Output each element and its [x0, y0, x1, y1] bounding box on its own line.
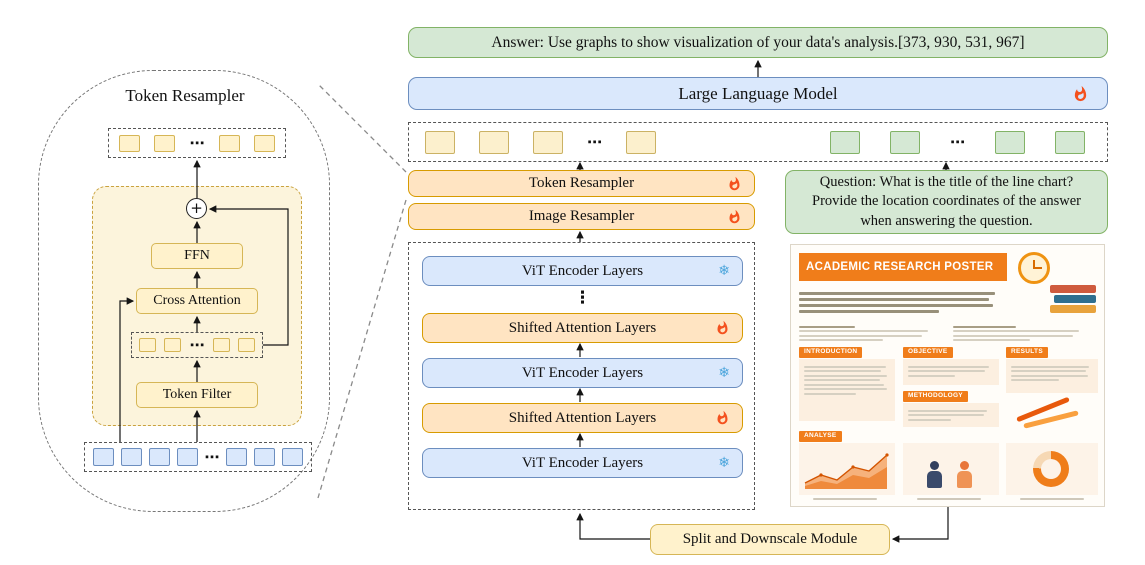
token — [93, 448, 114, 466]
image-resampler-label: Image Resampler — [528, 208, 635, 224]
poster-panel-text-placeholder — [903, 359, 999, 385]
fire-icon — [717, 320, 728, 335]
snowflake-icon: ❄ — [718, 365, 730, 381]
layer-label: ViT Encoder Layers — [521, 454, 644, 471]
filtered-token-row: ⋯ — [131, 332, 263, 358]
chart-caption-placeholder — [917, 498, 981, 500]
vit-encoder-layer: ViT Encoder Layers ❄ — [422, 358, 743, 388]
poster-section-introduction: INTRODUCTION — [799, 347, 863, 358]
answer-box: Answer: Use graphs to show visualization… — [408, 27, 1108, 58]
poster-donut-chart — [1006, 443, 1098, 495]
poster-section-results: RESULTS — [1006, 347, 1048, 358]
token — [176, 448, 198, 466]
fire-icon — [729, 176, 740, 190]
token-resampler-label: Token Resampler — [528, 175, 635, 191]
donut-ring — [1033, 451, 1069, 487]
token — [164, 338, 182, 352]
token — [238, 338, 255, 352]
token — [218, 134, 240, 152]
ellipsis: ⋯ — [189, 335, 205, 354]
token — [226, 448, 248, 466]
token — [830, 130, 860, 154]
vit-encoder-layer: ViT Encoder Layers ❄ — [422, 448, 743, 478]
token — [254, 134, 275, 152]
arrow-image-to-split — [891, 507, 949, 543]
chart-caption-placeholder — [1020, 498, 1084, 500]
input-document-image: ACADEMIC RESEARCH POSTER INTRODUCTION OB… — [790, 244, 1105, 507]
split-downscale-module: Split and Downscale Module — [650, 524, 890, 555]
add-operator-icon: + — [186, 198, 207, 219]
layer-label: ViT Encoder Layers — [521, 262, 644, 279]
poster-section-methodology: METHODOLOGY — [903, 391, 968, 402]
poster-affiliation-text-placeholder — [953, 323, 1093, 344]
token — [425, 130, 455, 154]
token — [139, 338, 156, 352]
fire-icon — [1074, 85, 1087, 101]
ellipsis: ⋯ — [587, 132, 602, 151]
shifted-attention-layer: Shifted Attention Layers — [422, 313, 743, 343]
poster-section-analyse: ANALYSE — [799, 431, 842, 442]
arrow-split-to-stack — [576, 512, 650, 540]
question-box: Question: What is the title of the line … — [785, 170, 1108, 234]
chart-caption-placeholder — [813, 498, 877, 500]
snowflake-icon: ❄ — [718, 455, 730, 471]
vision-encoder-stack: ViT Encoder Layers ❄ ⋮ Shifted Attention… — [408, 242, 755, 510]
cross-attention-block: Cross Attention — [136, 288, 258, 314]
llm-input-token-row: ⋯ ⋯ — [408, 122, 1108, 162]
token — [479, 130, 509, 154]
zoom-callout-line-bottom — [317, 199, 407, 499]
token — [995, 130, 1025, 154]
text-token-group: ⋯ — [830, 130, 1085, 154]
token — [148, 448, 170, 466]
fire-icon — [729, 209, 740, 223]
layer-label: Shifted Attention Layers — [508, 409, 657, 426]
poster-panel-text-placeholder — [903, 403, 999, 427]
person-figure — [927, 461, 942, 488]
fire-icon — [717, 410, 728, 425]
token — [119, 134, 140, 152]
token — [533, 130, 563, 154]
token — [626, 130, 656, 154]
poster-title: ACADEMIC RESEARCH POSTER — [806, 261, 994, 273]
ffn-block: FFN — [151, 243, 243, 269]
ellipsis: ⋯ — [204, 447, 220, 466]
llm-box: Large Language Model — [408, 77, 1108, 110]
input-token-row: ⋯ — [84, 442, 312, 472]
token — [154, 134, 176, 152]
person-figure — [957, 461, 972, 488]
zoom-callout-line-top — [317, 83, 407, 173]
token — [1055, 130, 1085, 154]
token — [281, 448, 303, 466]
books-illustration — [1050, 283, 1098, 313]
token-filter-block: Token Filter — [136, 382, 258, 408]
line-chart-graphic — [804, 453, 889, 489]
alarm-clock-illustration — [1018, 252, 1050, 284]
poster-author-text-placeholder — [799, 323, 939, 344]
token — [120, 448, 142, 466]
poster-title-banner: ACADEMIC RESEARCH POSTER — [799, 253, 1007, 281]
image-token-group: ⋯ — [425, 130, 656, 154]
poster-intro-text-placeholder — [799, 289, 999, 316]
ellipsis: ⋯ — [950, 132, 965, 151]
poster-panel-text-placeholder — [799, 359, 895, 421]
image-resampler-block: Image Resampler — [408, 203, 755, 230]
layer-label: ViT Encoder Layers — [521, 364, 644, 381]
vertical-ellipsis: ⋮ — [574, 288, 591, 308]
token — [212, 338, 230, 352]
vit-encoder-layer: ViT Encoder Layers ❄ — [422, 256, 743, 286]
token — [890, 130, 920, 154]
poster-section-objective: OBJECTIVE — [903, 347, 953, 358]
poster-people-illustration — [903, 443, 999, 495]
poster-line-chart — [799, 443, 895, 495]
llm-label: Large Language Model — [678, 83, 838, 103]
snowflake-icon: ❄ — [718, 263, 730, 279]
detail-panel-title: Token Resampler — [125, 86, 245, 105]
token — [254, 448, 276, 466]
ellipsis: ⋯ — [189, 133, 205, 152]
token-resampler-block: Token Resampler — [408, 170, 755, 197]
poster-panel-text-placeholder — [1006, 359, 1098, 393]
shifted-attention-layer: Shifted Attention Layers — [422, 403, 743, 433]
resampled-token-row: ⋯ — [108, 128, 286, 158]
layer-label: Shifted Attention Layers — [508, 319, 657, 336]
